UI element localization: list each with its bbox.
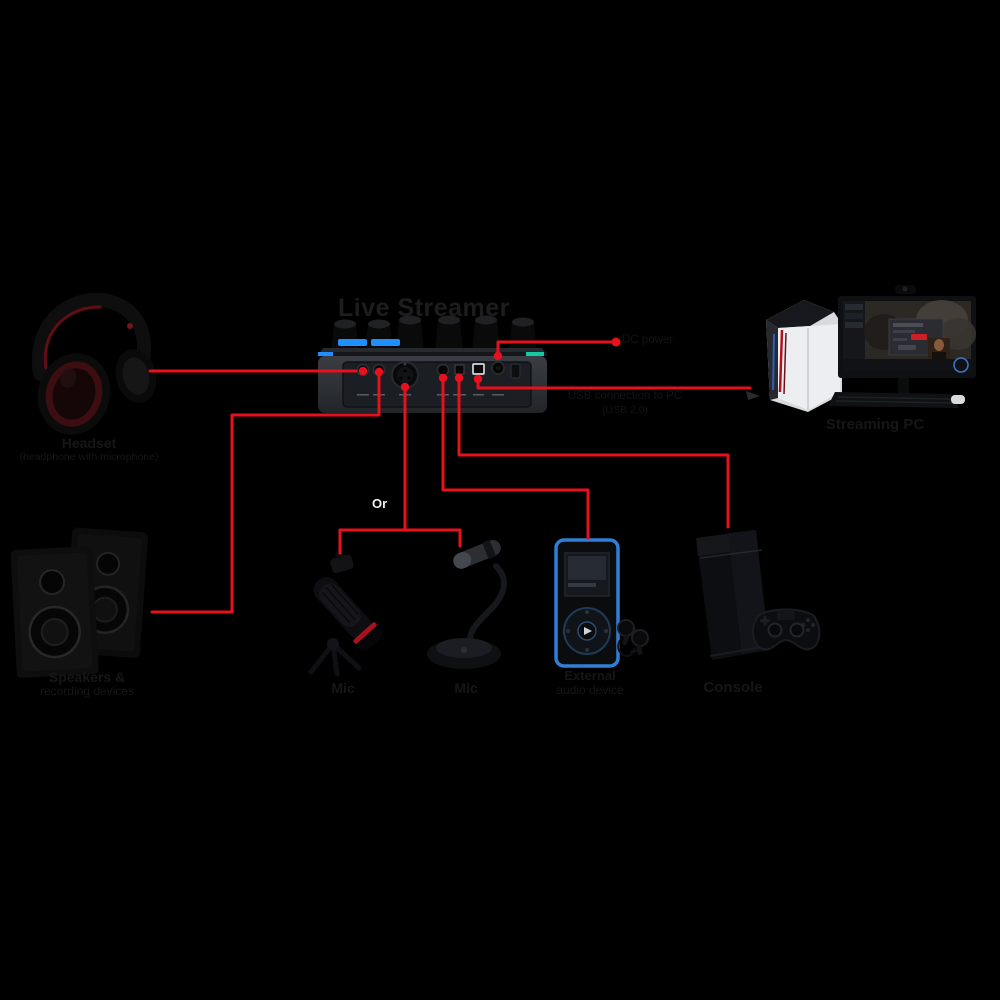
speakers-name: Speakers & [48, 669, 126, 685]
headset-name: Headset [61, 435, 117, 451]
blue-edge-accent [318, 352, 333, 356]
streaming-pc-label: Streaming PC [815, 416, 935, 433]
youtube-button [911, 334, 927, 340]
power-switch [510, 363, 521, 379]
usb-note-line1: USB connection to PC [567, 390, 683, 402]
or-label: Or [372, 496, 388, 511]
arrowhead-to-pc [746, 391, 760, 400]
line-mixer-to-speakers [150, 372, 381, 614]
line-usb-to-pc [476, 380, 752, 390]
diagram-title: Live Streamer [338, 294, 510, 322]
speakers-illustration [10, 524, 160, 682]
headset-sub: (headphone with microphone) [19, 451, 159, 464]
streaming-pc-name: Streaming PC [825, 416, 925, 433]
external-audio-sub: audio device [556, 682, 624, 697]
usb-mic-name: Mic [454, 680, 478, 696]
monitor-icon [838, 285, 976, 406]
xlr-microphone-icon [308, 550, 383, 677]
usb-microphone-icon [427, 540, 507, 669]
dial-overlay [953, 357, 969, 373]
external-audio-label: External audio device [535, 668, 645, 698]
line-dc-power [496, 340, 616, 359]
mp3-player-illustration [550, 536, 652, 672]
play-icon [584, 627, 592, 635]
speakers-icon [10, 527, 149, 678]
usb-note: USB connection to PC (USB 2.0) [558, 390, 692, 416]
headphones-icon [31, 292, 156, 435]
mp3-player-icon [554, 538, 620, 668]
usb-mic-illustration [416, 532, 518, 674]
xlr-mic-illustration [293, 548, 401, 680]
dc-in-port [491, 361, 505, 375]
line-optical-to-console [457, 380, 730, 529]
touchpad [777, 611, 795, 620]
line-or-split [338, 528, 462, 555]
usb-note-line2: (USB 2.0) [601, 403, 649, 416]
headset-label: Headset (headphone with microphone) [10, 435, 168, 463]
console-illustration [680, 524, 835, 672]
speakers-sub: recording devices [39, 684, 135, 699]
line-in-jack-port [436, 363, 450, 377]
keyboard-icon [828, 392, 959, 408]
power-note: DC power [622, 334, 674, 346]
external-audio-name: External [564, 668, 616, 683]
usb-b-port [472, 363, 485, 375]
line-linein-to-mp3 [441, 379, 590, 540]
headset-illustration [22, 288, 156, 438]
mouse-icon [951, 395, 965, 404]
gamepad-icon [751, 608, 821, 651]
blue-slider-1 [338, 339, 367, 346]
blue-slider-2 [371, 339, 400, 346]
streaming-pc-illustration [752, 272, 992, 432]
speakers-label: Speakers & recording devices [12, 669, 162, 699]
desktop-tower-icon [766, 300, 842, 412]
xlr-mic-name: Mic [331, 680, 355, 696]
earbuds-icon [617, 619, 649, 657]
xlr-mic-label: Mic [318, 680, 368, 696]
connection-dots [358, 337, 621, 392]
teal-edge-accent [526, 352, 544, 356]
streaming-app-screen [843, 300, 976, 373]
console-name: Console [703, 679, 763, 696]
usb-mic-label: Mic [441, 680, 491, 696]
console-label: Console [693, 679, 773, 696]
monitor-stand [898, 378, 909, 398]
gooseneck [467, 563, 507, 643]
xlr-combo-port [391, 361, 419, 389]
